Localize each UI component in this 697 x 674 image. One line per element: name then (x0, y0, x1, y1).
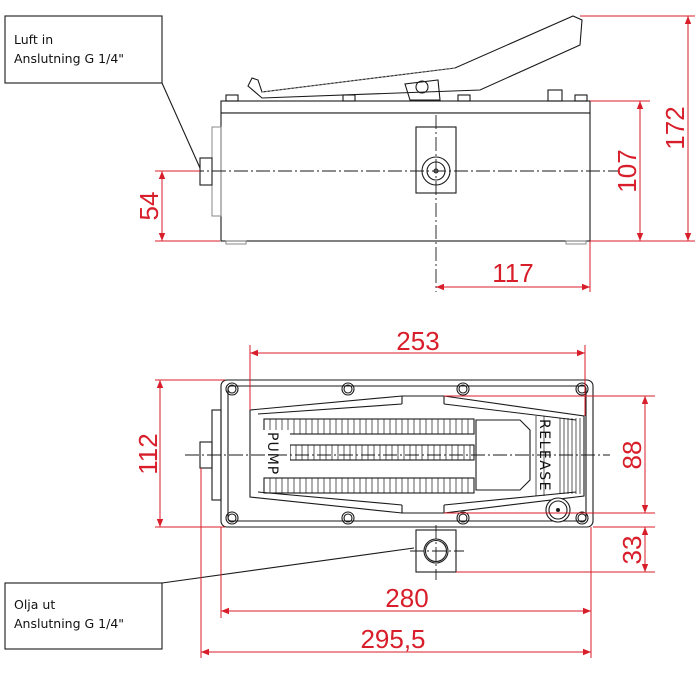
dim-117: 117 (492, 258, 533, 288)
air-in-leader (161, 82, 201, 169)
side-view: Luft in Anslutning G 1/4" (4, 15, 695, 292)
bolts (225, 382, 589, 525)
dimension-lines-top (155, 345, 655, 658)
pump-body-side (220, 112, 591, 242)
dim-280: 280 (385, 583, 428, 613)
air-in-callout-box (4, 15, 163, 84)
dim-107: 107 (612, 149, 642, 192)
dim-295-5: 295,5 (360, 624, 425, 654)
pedal-side (247, 15, 583, 99)
oil-out-callout-box (4, 582, 163, 650)
oil-out-connection: Anslutning G 1/4" (14, 616, 124, 631)
air-in-label: Luft in (14, 32, 53, 47)
dim-112: 112 (133, 433, 163, 474)
pump-label: PUMP (264, 432, 280, 475)
dim-33: 33 (617, 536, 647, 565)
oil-out-leader (161, 547, 415, 584)
dim-172: 172 (660, 106, 690, 149)
dim-88: 88 (617, 441, 647, 470)
release-label: RELEASE (536, 419, 552, 492)
pedal-grip (263, 416, 581, 496)
side-flange (211, 126, 222, 217)
air-in-connection: Anslutning G 1/4" (14, 51, 124, 66)
top-view: PUMP RELEASE Olja ut Anslutning G 1/4" (4, 326, 655, 658)
pedal-pivot (415, 80, 429, 94)
dimension-lines-side (155, 15, 695, 292)
oil-out-label: Olja ut (14, 597, 55, 612)
air-inlet-nut (199, 157, 213, 186)
dim-54: 54 (134, 192, 164, 221)
pedal-top (249, 395, 585, 514)
dim-253: 253 (396, 326, 439, 356)
